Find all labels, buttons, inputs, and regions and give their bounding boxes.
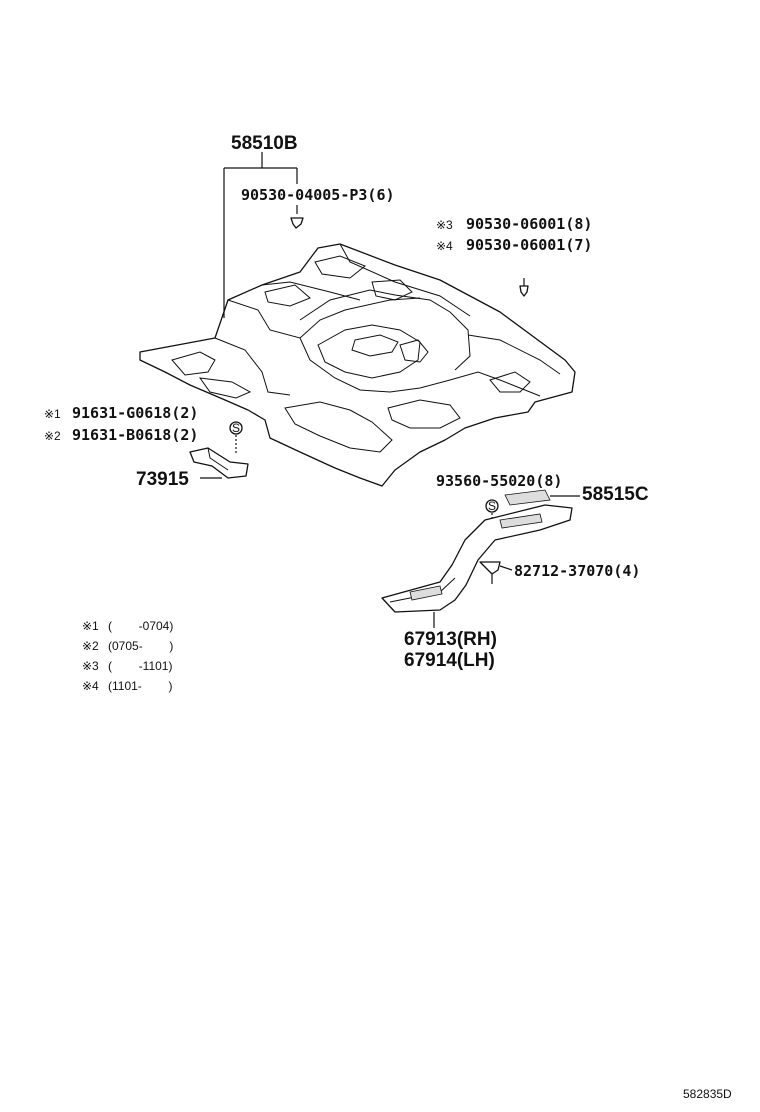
scuff-rh-part-number: 67913(RH) <box>404 629 497 650</box>
clip-right-4-mark: ※4 <box>436 239 453 253</box>
note-4-mark: ※4 <box>82 679 99 693</box>
note-1-range: ( -0704) <box>108 619 173 633</box>
sill-pad-drawing <box>504 489 580 506</box>
figure-id: 582835D <box>683 1087 732 1101</box>
floor-carpet-drawing <box>139 243 576 487</box>
rivet-2-mark: ※2 <box>44 429 61 443</box>
clip-right-4-part-number: 90530-06001(7) <box>466 236 592 254</box>
clip-top-part-number: 90530-04005-P3(6) <box>241 186 395 204</box>
clip-icon <box>290 205 304 229</box>
clip-right-3-mark: ※3 <box>436 218 453 232</box>
note-4-range: (1101- ) <box>108 679 172 693</box>
screw-part-number: 93560-55020(8) <box>436 472 562 490</box>
scuff-clip-icon <box>479 561 513 584</box>
clip-right-icon <box>519 278 529 297</box>
notes-list: ※1 ( -0704) ※2 (0705- ) ※3 ( -1101) ※4 (… <box>82 619 173 693</box>
rivet-1-mark: ※1 <box>44 407 61 421</box>
rivet-1-part-number: 91631-G0618(2) <box>72 404 198 422</box>
carpet-part-number: 58510B <box>231 133 298 154</box>
note-3-mark: ※3 <box>82 659 99 673</box>
s-symbol-left: S <box>229 421 243 455</box>
note-3-range: ( -1101) <box>108 659 172 673</box>
scuff-clip-part-number: 82712-37070(4) <box>514 562 640 580</box>
sill-pad-part-number: 58515C <box>582 484 649 505</box>
scuff-lh-part-number: 67914(LH) <box>404 650 495 671</box>
svg-text:S: S <box>488 499 496 513</box>
bracket-drawing <box>189 447 249 479</box>
svg-text:S: S <box>232 421 240 435</box>
rivet-2-part-number: 91631-B0618(2) <box>72 426 198 444</box>
note-2-range: (0705- ) <box>108 639 173 653</box>
note-1-mark: ※1 <box>82 619 99 633</box>
note-2-mark: ※2 <box>82 639 99 653</box>
bracket-part-number: 73915 <box>136 469 189 490</box>
carpet-leader-lines <box>223 152 298 318</box>
clip-right-3-part-number: 90530-06001(8) <box>466 215 592 233</box>
scuff-plate-drawing <box>381 504 573 613</box>
